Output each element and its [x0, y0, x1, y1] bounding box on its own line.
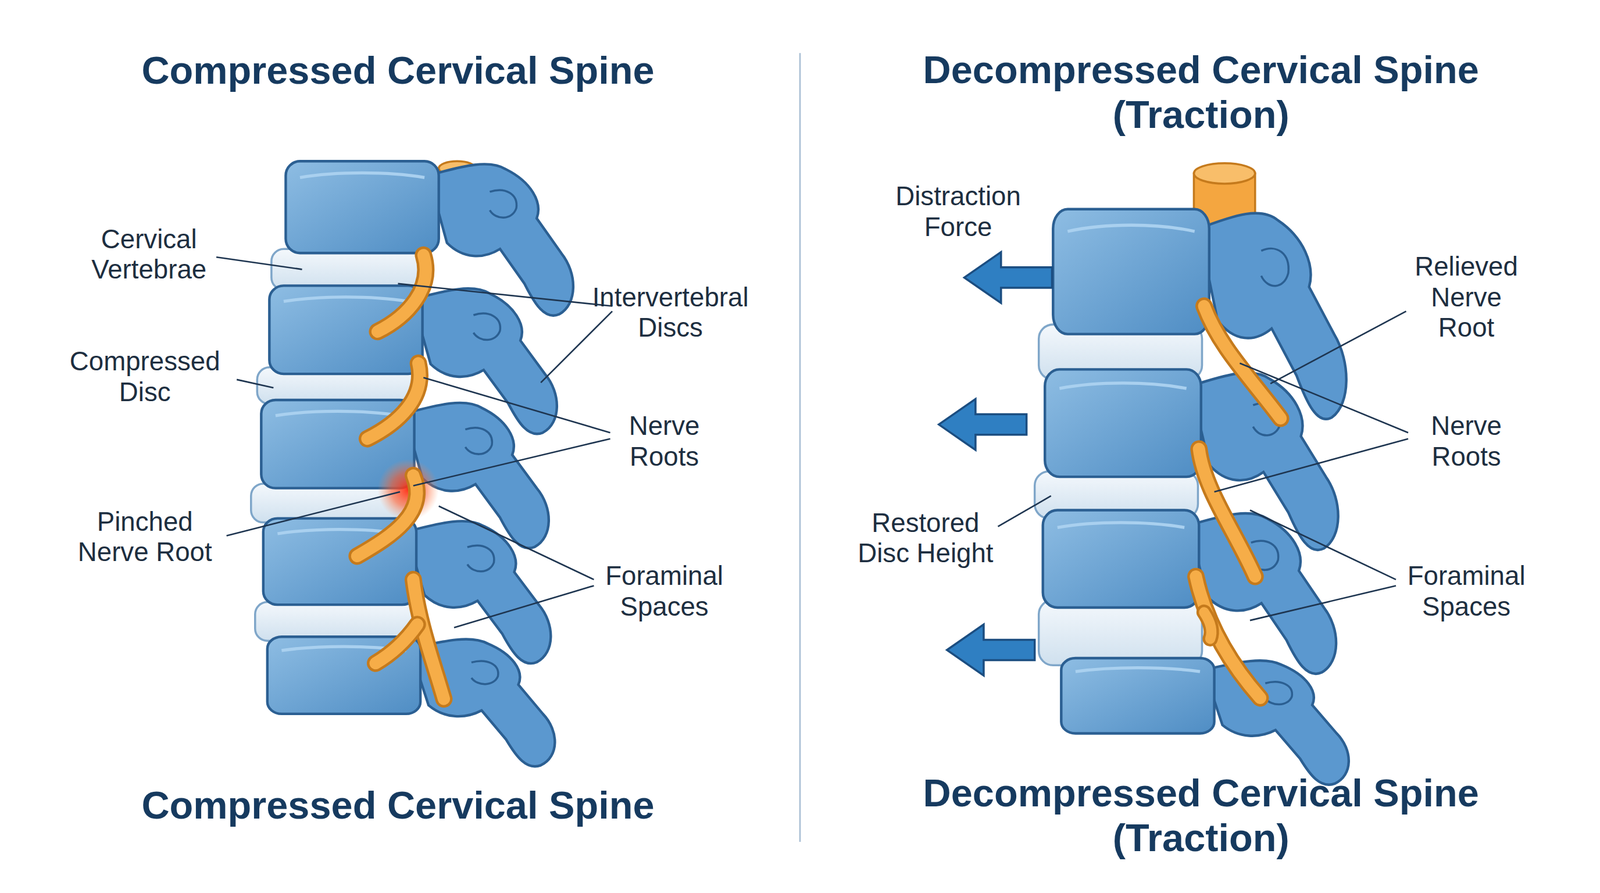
- nerve-root: [367, 363, 420, 439]
- part-label: Intervertebral Discs: [573, 282, 767, 344]
- pinched-nerve: [356, 475, 417, 557]
- part-label: Pinched Nerve Root: [68, 506, 222, 569]
- panel-divider: [799, 52, 802, 842]
- leader-lines: [216, 256, 1409, 628]
- panel-heading: Decompressed Cervical Spine (Traction): [874, 48, 1528, 138]
- part-label: Restored Disc Height: [848, 508, 1002, 570]
- nerve-outline: [413, 579, 445, 699]
- distraction-arrow: [947, 624, 1035, 676]
- leader-line: [1214, 438, 1409, 492]
- leader-line: [236, 379, 274, 388]
- panel-caption: Decompressed Cervical Spine (Traction): [874, 771, 1528, 861]
- leader-line: [454, 585, 594, 628]
- relieved-nerve: [1204, 306, 1281, 419]
- leader-line: [1250, 585, 1396, 621]
- nerve-outline: [1198, 448, 1256, 577]
- leader-line: [1270, 311, 1406, 384]
- part-label: Foraminal Spaces: [1394, 561, 1538, 623]
- leader-line: [216, 256, 302, 270]
- distraction-arrow: [938, 398, 1027, 450]
- compressed-spine: [251, 161, 574, 767]
- panel-caption: Compressed Cervical Spine: [30, 783, 766, 829]
- nerve-outline: [1204, 306, 1281, 419]
- decompressed-spine: [938, 163, 1349, 785]
- leader-line: [438, 506, 595, 580]
- restored-disc-shape: [1038, 600, 1203, 666]
- leader-line: [997, 495, 1051, 527]
- nerve-outline: [1195, 576, 1261, 699]
- leader-line: [413, 438, 611, 487]
- spinal-cord: [1193, 163, 1255, 184]
- leader-line: [423, 377, 610, 433]
- part-label: Cervical Vertebrae: [72, 224, 226, 286]
- leader-line: [226, 491, 400, 536]
- distraction-arrow: [964, 252, 1053, 304]
- part-label: Foraminal Spaces: [593, 561, 737, 623]
- nerve-outline: [367, 363, 420, 439]
- panel-heading: Compressed Cervical Spine: [30, 49, 766, 95]
- nerve-outline: [375, 624, 418, 664]
- part-label: Nerve Roots: [1405, 411, 1528, 473]
- compressed-disc-shape: [255, 602, 415, 642]
- nerve-outline: [377, 255, 426, 332]
- leader-line: [540, 311, 613, 383]
- part-label: Distraction Force: [886, 181, 1030, 244]
- part-label: Compressed Disc: [63, 347, 227, 409]
- nerve-root: [1195, 576, 1261, 699]
- nerve-root: [1204, 612, 1212, 639]
- nerve-root: [377, 255, 426, 332]
- leader-line: [1250, 510, 1396, 580]
- part-label: Nerve Roots: [602, 411, 726, 473]
- nerve-root: [375, 624, 418, 664]
- nerve-root: [413, 579, 445, 699]
- part-label: Relieved Nerve Root: [1410, 252, 1523, 344]
- nerve-outline: [356, 475, 417, 557]
- vertebra: [267, 636, 556, 767]
- vertebra: [1061, 658, 1349, 785]
- nerve-root: [1198, 448, 1256, 577]
- nerve-roots: [1195, 306, 1281, 699]
- vertebra: [1043, 510, 1337, 674]
- leader-line: [397, 283, 613, 307]
- leader-line: [1239, 363, 1409, 433]
- nerve-outline: [1204, 612, 1212, 639]
- nerve-roots: [356, 255, 444, 699]
